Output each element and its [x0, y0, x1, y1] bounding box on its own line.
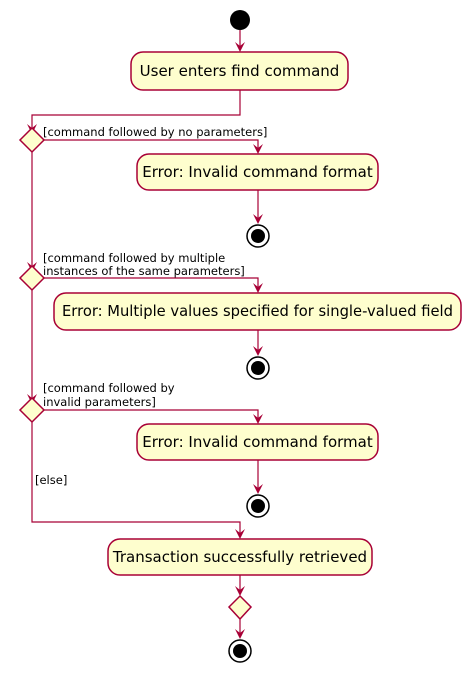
action-error-multiple-values-label: Error: Multiple values specified for sin… [62, 302, 453, 320]
decision-no-params [18, 126, 46, 154]
action-error-invalid-format-1: Error: Invalid command format [136, 153, 379, 191]
action-success-label: Transaction successfully retrieved [112, 548, 367, 566]
action-error-invalid-format-2-label: Error: Invalid command format [142, 433, 373, 451]
action-enter-command-box [130, 51, 349, 91]
decision-invalid-params [18, 396, 46, 424]
guard-else: [else] [35, 473, 67, 487]
action-error-multiple-values: Error: Multiple values specified for sin… [53, 292, 462, 331]
arrowhead-error-2 [253, 283, 263, 293]
action-error-invalid-format-2-box [136, 423, 379, 461]
arrowhead-end-1 [253, 214, 263, 224]
end-node-1 [246, 224, 270, 248]
edge-decision-1-to-error-1 [44, 139, 259, 148]
action-enter-command: User enters find command [130, 51, 349, 91]
merge-diamond [227, 594, 253, 621]
start-node [230, 10, 250, 30]
arrowhead-error-3 [253, 414, 263, 424]
arrowhead-final-end [235, 629, 245, 639]
edges [31, 30, 259, 633]
guard-multiple-line-2: instances of the same parameters] [43, 264, 245, 278]
action-success-box [107, 538, 373, 576]
decision-multiple-params [18, 264, 46, 292]
edge-decision-2-to-error-2 [44, 277, 259, 287]
arrowhead-merge-diamond [235, 586, 245, 596]
action-error-invalid-format-1-label: Error: Invalid command format [142, 163, 373, 181]
action-error-multiple-values-box [53, 292, 462, 331]
action-enter-command-label: User enters find command [140, 62, 340, 80]
arrowhead-error-1 [253, 144, 263, 154]
edge-enter-to-decision-1 [31, 90, 241, 128]
guard-no-params: [command followed by no parameters] [43, 125, 267, 139]
guard-invalid-line-1: [command followed by [43, 381, 175, 395]
arrowhead-end-2 [253, 346, 263, 356]
action-error-invalid-format-1-box [136, 153, 379, 191]
action-error-invalid-format-2: Error: Invalid command format [136, 423, 379, 461]
arrowhead-end-3 [253, 484, 263, 494]
arrowhead-success [235, 529, 245, 539]
edge-decision-3-to-error-3 [44, 409, 259, 418]
action-success: Transaction successfully retrieved [107, 538, 373, 576]
arrowhead-enter [235, 42, 245, 52]
end-node-final [228, 639, 252, 663]
guard-invalid-line-2: invalid parameters] [43, 395, 156, 409]
guard-multiple-line-1: [command followed by multiple [43, 251, 225, 265]
end-node-3 [246, 494, 270, 518]
edge-decision-3-else-to-merge [31, 422, 241, 533]
end-node-2 [246, 356, 270, 380]
